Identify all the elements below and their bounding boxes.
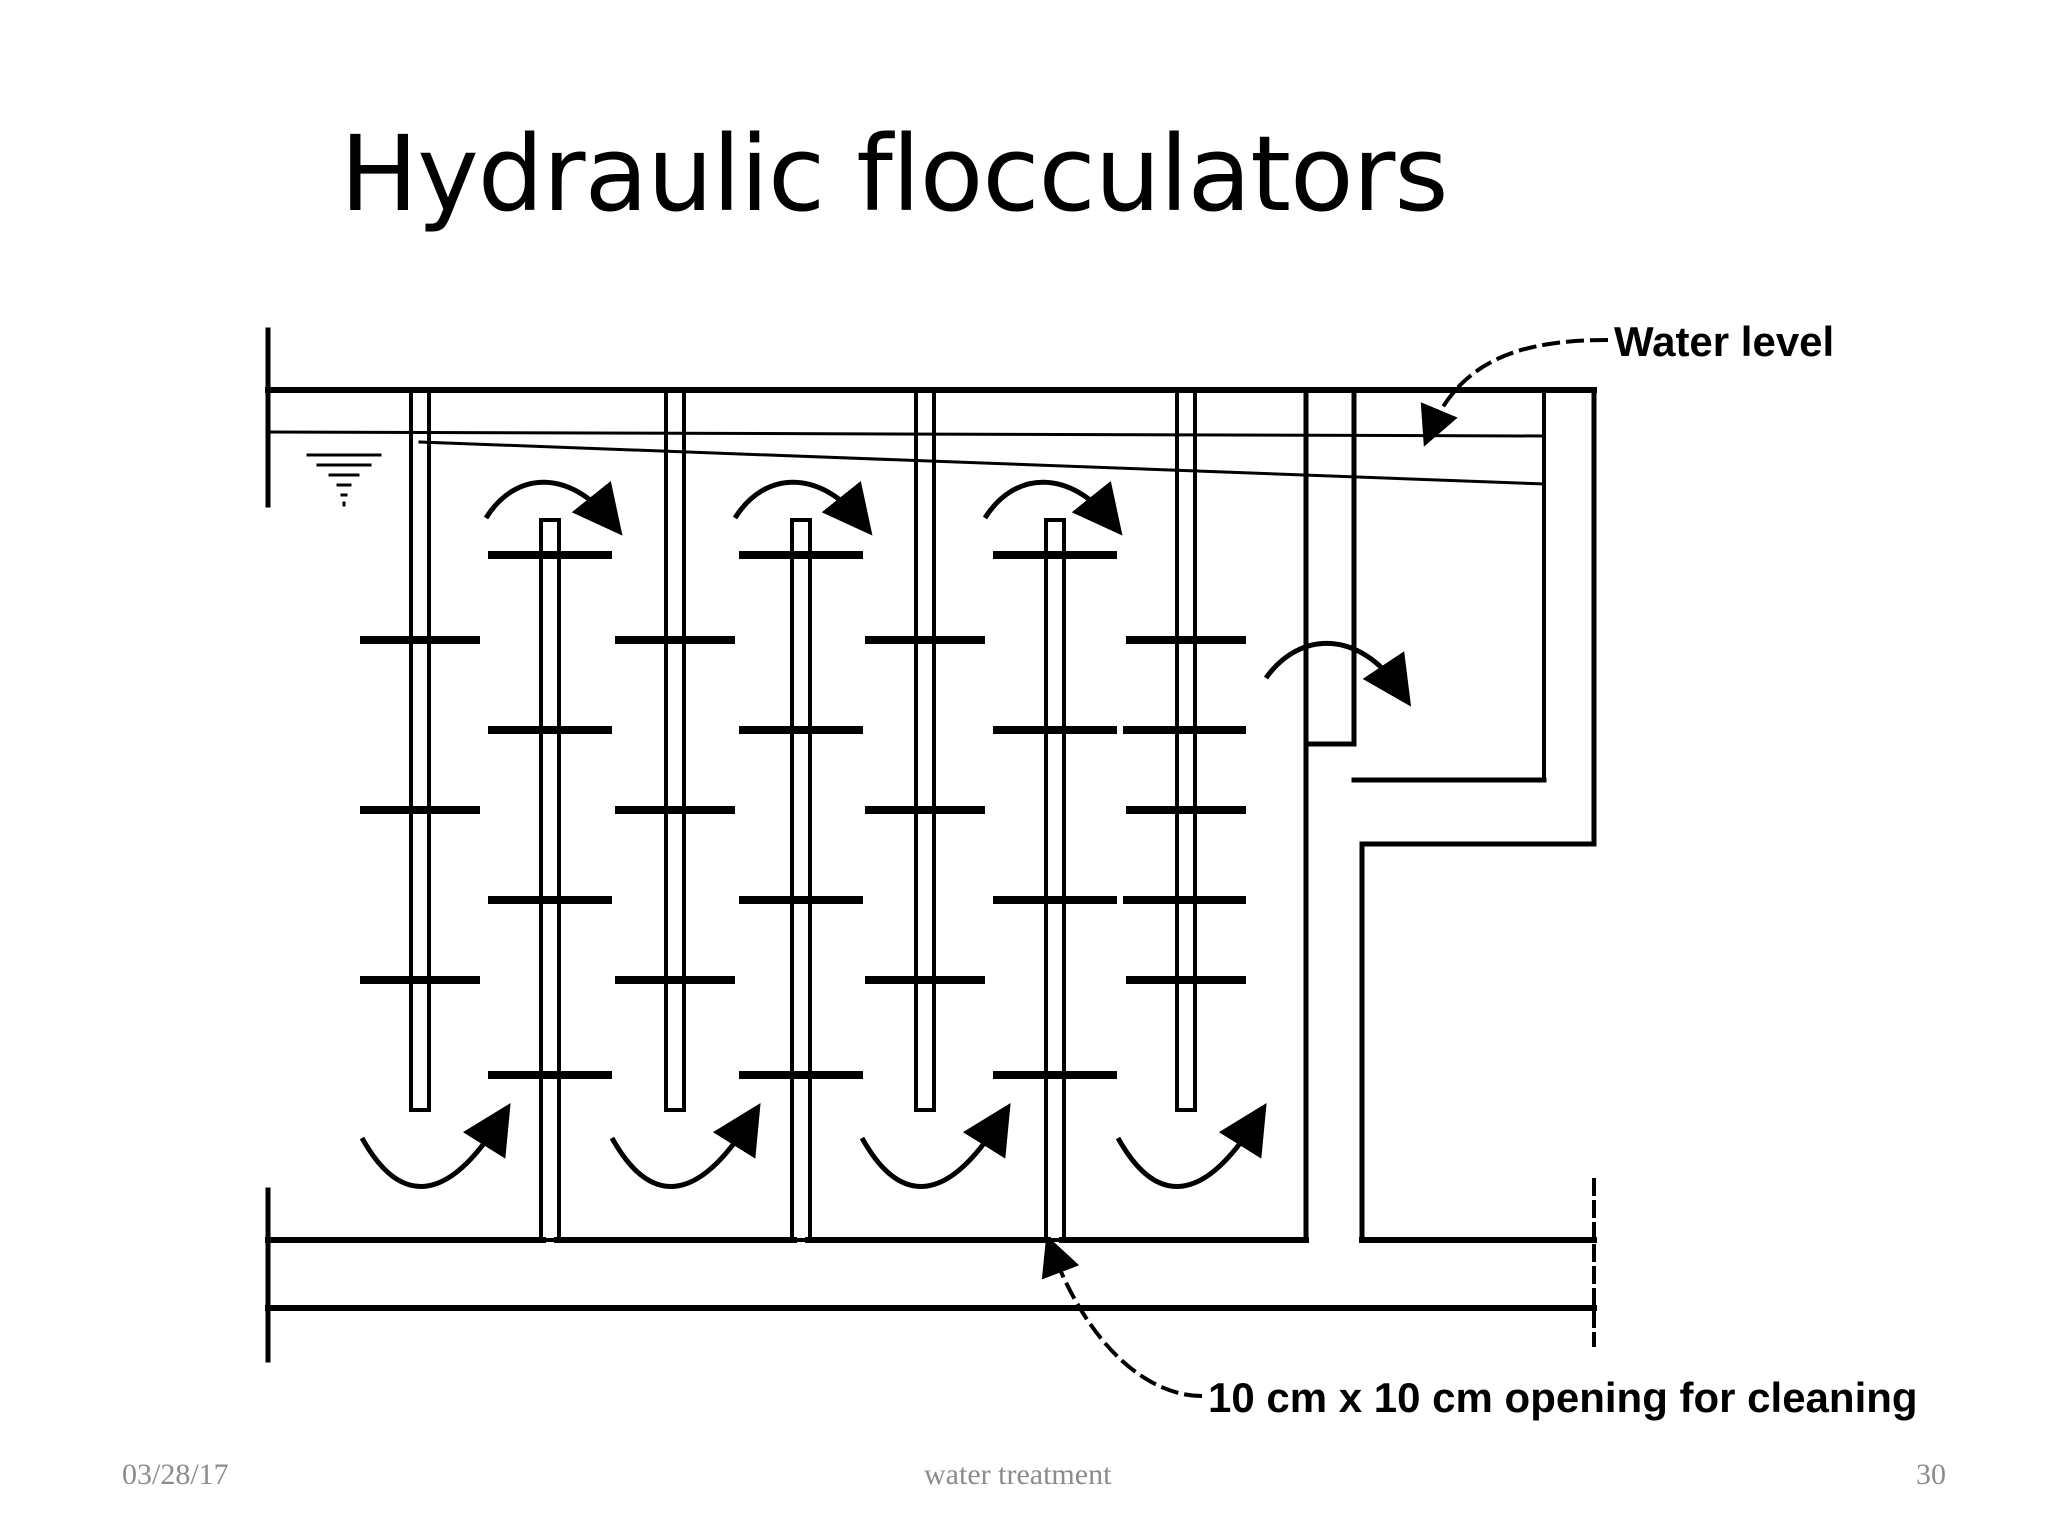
- standing-baffle: [1044, 518, 1066, 1242]
- standing-baffle: [539, 518, 561, 1242]
- cleaning-opening-label: 10 cm x 10 cm opening for cleaning: [1208, 1374, 1918, 1421]
- standing-baffle: [790, 518, 812, 1242]
- slide-title: Hydraulic flocculators: [340, 113, 1449, 235]
- flow-arrow: [609, 1103, 761, 1189]
- water-level-symbol: [306, 453, 382, 507]
- baffle-group: [360, 388, 1246, 1242]
- hanging-baffle: [1175, 388, 1197, 1112]
- flow-arrow: [1263, 641, 1412, 707]
- hanging-baffle: [914, 388, 936, 1112]
- head-loss-line: [418, 440, 1546, 486]
- flow-arrow: [982, 479, 1123, 536]
- cleaning-opening-callout-arrow: [1041, 1235, 1203, 1398]
- water-surface-line: [266, 430, 1546, 438]
- hanging-baffle: [664, 388, 686, 1112]
- flow-arrow: [1115, 1103, 1267, 1189]
- footer-date: 03/28/17: [122, 1458, 229, 1491]
- water-level-label: Water level: [1614, 318, 1834, 365]
- slide-number: 30: [1916, 1458, 1946, 1491]
- footer-title: water treatment: [924, 1458, 1112, 1491]
- hanging-baffle: [409, 388, 431, 1112]
- tank-structure: [265, 327, 1597, 1363]
- water-level-callout-arrow: [1420, 338, 1609, 447]
- flow-arrow: [859, 1103, 1011, 1189]
- flow-arrow: [483, 479, 623, 536]
- flow-arrow: [359, 1103, 511, 1189]
- flow-arrow: [732, 479, 873, 536]
- flow-arrow-group: [359, 479, 1412, 1189]
